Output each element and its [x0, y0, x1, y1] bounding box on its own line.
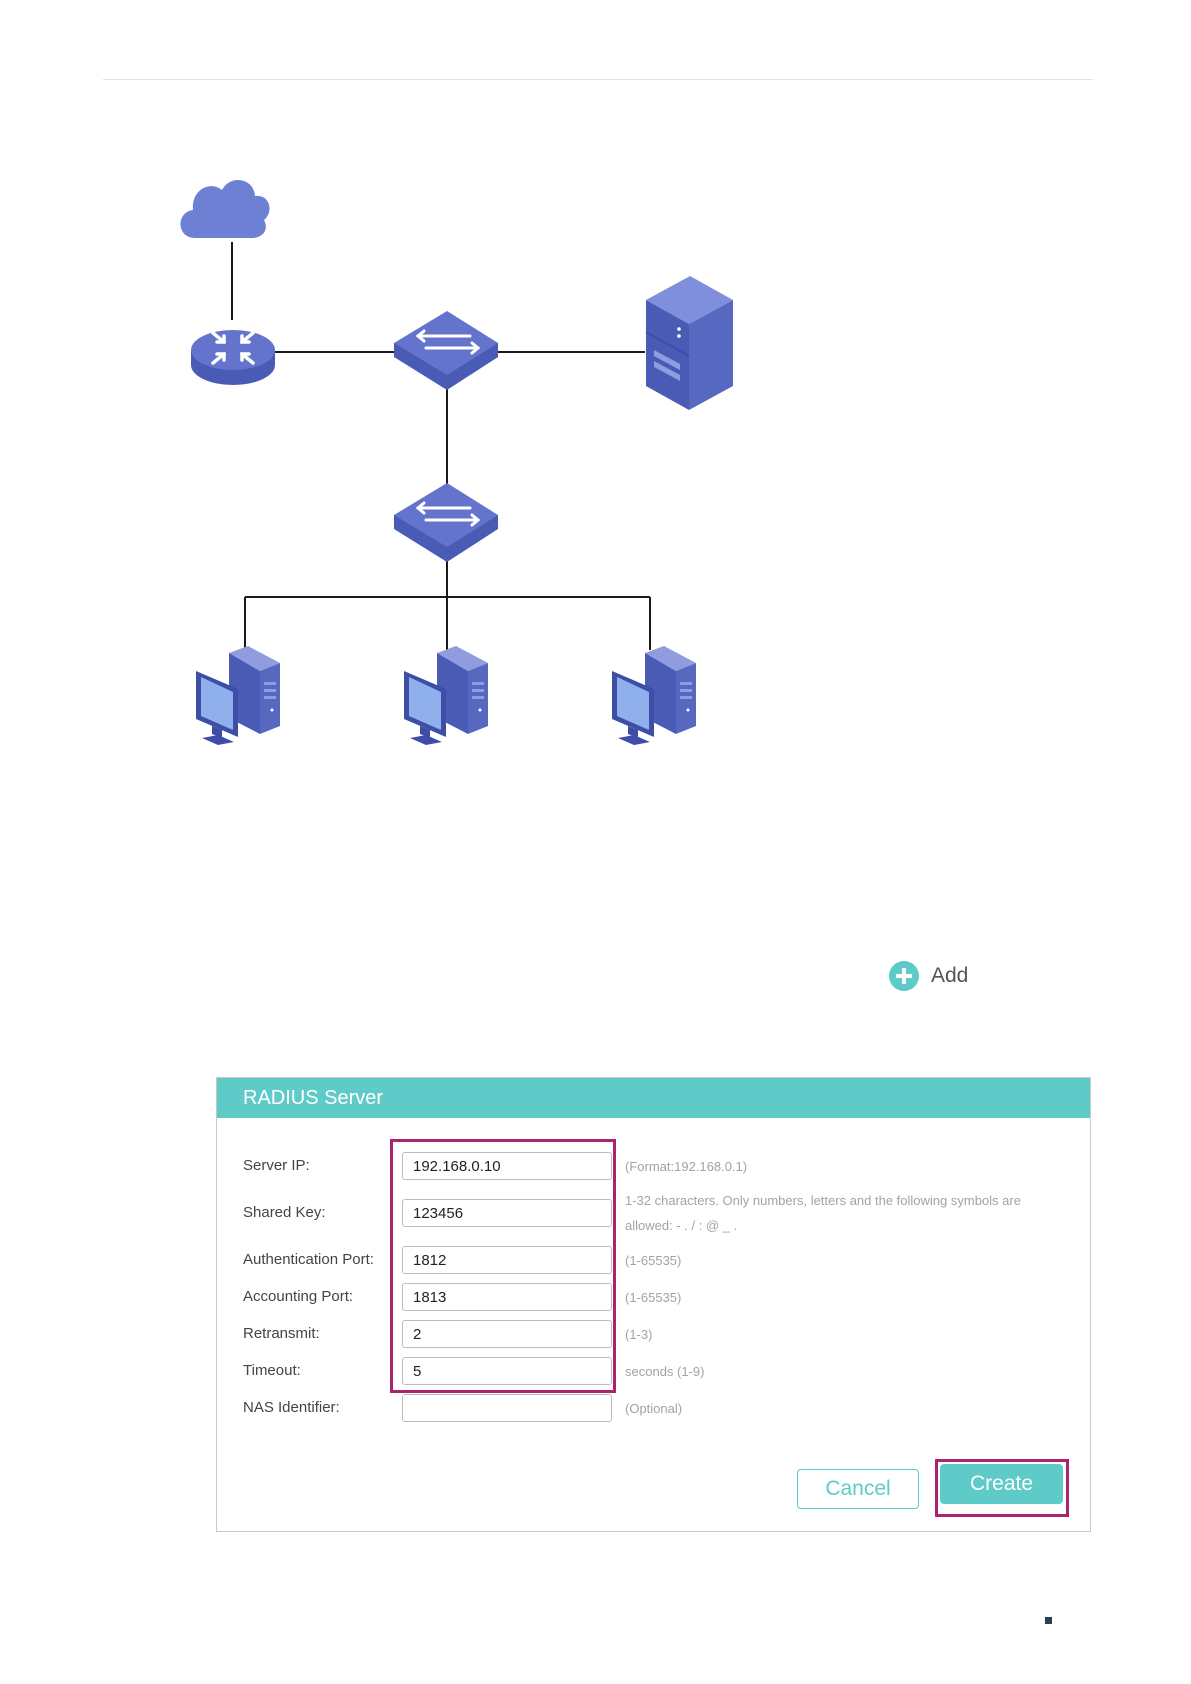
computer-icon	[196, 646, 280, 745]
plus-circle-icon	[888, 960, 920, 992]
authentication-port-hint: (1-65535)	[625, 1248, 681, 1273]
switch-icon	[394, 311, 498, 390]
page-marker	[1045, 1617, 1052, 1624]
shared-key-hint: 1-32 characters. Only numbers, letters a…	[625, 1188, 1025, 1238]
add-button-label: Add	[931, 964, 968, 988]
nas-identifier-input[interactable]	[402, 1394, 612, 1422]
create-button[interactable]: Create	[940, 1464, 1063, 1504]
authentication-port-label: Authentication Port:	[243, 1246, 374, 1274]
nas-identifier-hint: (Optional)	[625, 1396, 682, 1421]
topology-links	[232, 242, 650, 650]
panel-title: RADIUS Server	[217, 1078, 1090, 1118]
shared-key-label: Shared Key:	[243, 1199, 326, 1227]
radius-server-panel: RADIUS Server Server IP: (Format:192.168…	[216, 1077, 1091, 1532]
retransmit-input[interactable]	[402, 1320, 612, 1348]
authentication-port-input[interactable]	[402, 1246, 612, 1274]
accounting-port-hint: (1-65535)	[625, 1285, 681, 1310]
switch-icon	[394, 483, 498, 562]
add-button[interactable]: Add	[888, 959, 968, 993]
timeout-input[interactable]	[402, 1357, 612, 1385]
radius-server-icon	[646, 276, 733, 410]
server-ip-input[interactable]	[402, 1152, 612, 1180]
network-topology-diagram	[0, 0, 1191, 760]
cloud-icon	[180, 180, 269, 238]
retransmit-hint: (1-3)	[625, 1322, 652, 1347]
nas-identifier-label: NAS Identifier:	[243, 1394, 340, 1422]
timeout-hint: seconds (1-9)	[625, 1359, 704, 1384]
accounting-port-label: Accounting Port:	[243, 1283, 353, 1311]
shared-key-input[interactable]	[402, 1199, 612, 1227]
cancel-button[interactable]: Cancel	[797, 1469, 919, 1509]
server-ip-label: Server IP:	[243, 1152, 310, 1180]
retransmit-label: Retransmit:	[243, 1320, 320, 1348]
server-ip-hint: (Format:192.168.0.1)	[625, 1154, 747, 1179]
computer-icon	[404, 646, 488, 745]
router-icon	[191, 330, 275, 385]
accounting-port-input[interactable]	[402, 1283, 612, 1311]
computer-icon	[612, 646, 696, 745]
timeout-label: Timeout:	[243, 1357, 301, 1385]
